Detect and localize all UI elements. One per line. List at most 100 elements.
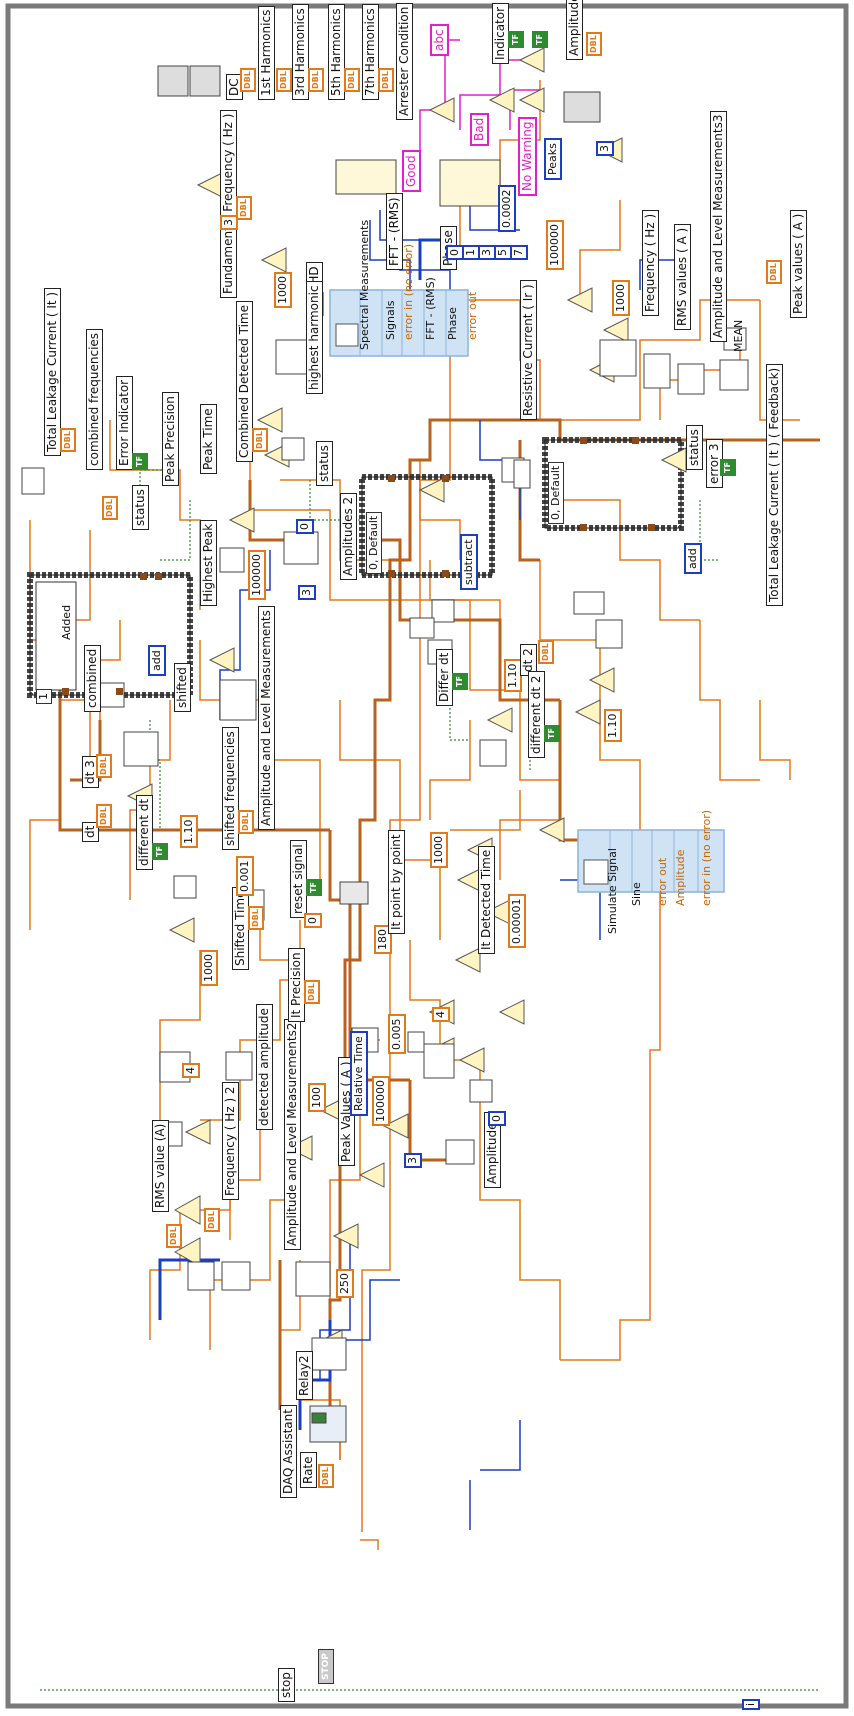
- fifth-harmonics-dbl: DBL: [344, 68, 360, 92]
- dt3-dbl: DBL: [96, 754, 112, 778]
- amplitude-label: Amplitude: [566, 0, 583, 60]
- resistive-current-label: Resistive Current ( Ir ): [520, 280, 537, 420]
- dt-dbl-a: DBL: [96, 804, 112, 828]
- peaks-enum[interactable]: Peaks: [544, 138, 562, 180]
- subtract-enum[interactable]: subtract: [460, 534, 478, 590]
- multiply-node-9: [500, 1000, 524, 1024]
- stop-button[interactable]: STOP: [318, 1649, 334, 1684]
- divide-node-4: [230, 508, 254, 532]
- peak-values-right-label: Peak values ( A ): [790, 210, 807, 318]
- subtract-node-3: [460, 1048, 484, 1072]
- multiply-node: [175, 1196, 200, 1224]
- total-leakage-feedback-label: Total Leakage Current ( It ) ( Feedback): [766, 364, 783, 606]
- error3-tf: TF: [720, 459, 736, 476]
- indicator-tf-2: TF: [532, 31, 548, 48]
- spectral-fft-terminal[interactable]: FFT - (RMS): [424, 277, 438, 340]
- multiply-node-11: [590, 668, 614, 692]
- array-node-icon-5: [514, 460, 530, 488]
- bad-string: Bad: [470, 113, 489, 146]
- shifted-frequencies-dbl: DBL: [238, 810, 254, 834]
- indicator-label: Indicator: [492, 3, 509, 64]
- spectral-error-in-terminal[interactable]: error in (no error): [402, 244, 416, 340]
- select-node-2: [488, 708, 512, 732]
- combined-frequencies-dbl: DBL: [102, 496, 118, 520]
- const-3-b: 3: [298, 585, 316, 600]
- graph-indicator-icon: [158, 66, 188, 96]
- shifted-frequencies-label: shifted frequencies: [222, 727, 239, 850]
- relative-time-enum[interactable]: Relative Time: [350, 1031, 368, 1116]
- combined-detected-time-label: Combined Detected Time: [236, 301, 253, 462]
- frequency-hz2-label: Frequency ( Hz ) 2: [222, 1082, 239, 1200]
- arrester-condition-label: Arrester Condition: [396, 3, 413, 120]
- multiply-node-12: [604, 318, 628, 342]
- dc-dbl: DBL: [240, 68, 256, 92]
- select-node-4: [430, 98, 454, 122]
- const-250: 250: [336, 1269, 354, 1298]
- daq-assistant-icon: [310, 1406, 346, 1442]
- peak-detect-icon: [284, 532, 318, 564]
- amplitude-dbl: DBL: [586, 32, 602, 56]
- rms-value-dbl: DBL: [166, 1224, 182, 1248]
- simulate-signal-error-out[interactable]: error out: [656, 858, 670, 906]
- dt-node-icon-8: [596, 620, 622, 648]
- multiply-node-2: [186, 1120, 210, 1144]
- case-selector-1-label[interactable]: 1: [36, 689, 52, 704]
- daq-assistant-label: DAQ Assistant: [280, 1405, 297, 1498]
- const-0001: 0.001: [236, 857, 254, 897]
- multiply-node-13: [198, 173, 222, 197]
- peak-time-label: Peak Time: [200, 404, 217, 474]
- combined-frequencies-label: combined frequencies: [86, 329, 103, 470]
- const-100000-b: 100000: [248, 550, 266, 600]
- rate-dbl-terminal: DBL: [318, 1464, 334, 1488]
- unbundle-cluster-icon: [336, 160, 396, 194]
- dt-node-icon-4: [220, 548, 244, 572]
- const-1000-mid: 1000: [430, 832, 448, 868]
- multiply-node-14: [262, 248, 286, 272]
- error-indicator-label: Error Indicator: [116, 376, 133, 470]
- peak-detect-icon-3: [564, 92, 600, 122]
- no-warning-string: No Warning: [518, 117, 537, 196]
- spectral-error-out-terminal[interactable]: error out: [466, 292, 480, 340]
- highest-harmonic-label: highest harmonic: [306, 281, 323, 394]
- select-node-3: [576, 700, 600, 724]
- const-4-left: 4: [182, 1063, 200, 1078]
- const-00002: 0.0002: [498, 186, 516, 233]
- multiply-node-10: [540, 818, 564, 842]
- indicator-tf-1: TF: [508, 31, 524, 48]
- select-node-7: [520, 88, 544, 112]
- differ-dt-tf: TF: [452, 673, 468, 690]
- status-label-3: status: [686, 425, 703, 470]
- tone-freq-icon-3: [22, 468, 44, 494]
- tone-freq-icon-4: [600, 340, 636, 376]
- const-000001: 0.00001: [508, 895, 526, 949]
- const-110-c: 1.10: [604, 710, 622, 743]
- divide-node-5: [210, 648, 234, 672]
- dt-node-icon-3: [124, 732, 158, 766]
- case-selector-3-label[interactable]: 0, Default: [548, 462, 564, 524]
- different-dt2-tf: TF: [544, 725, 560, 742]
- differ-dt-label: Differ dt: [436, 649, 453, 706]
- frequency-hz-label: Frequency ( Hz ): [642, 210, 659, 316]
- spectral-signals-terminal[interactable]: Signals: [384, 300, 398, 340]
- simulate-signal-amplitude[interactable]: Amplitude: [674, 850, 688, 906]
- add-enum-2[interactable]: add: [684, 543, 702, 574]
- subtract-node-2: [456, 948, 480, 972]
- case-selector-2-label[interactable]: 0, Default: [366, 512, 382, 574]
- different-dt-label: different dt: [136, 795, 153, 870]
- combined-detected-time-dbl: DBL: [252, 428, 268, 452]
- shifted-time-label: Shifted Time: [232, 887, 249, 970]
- amp-level-meas-icon: [220, 680, 256, 720]
- spectral-phase-terminal[interactable]: Phase: [446, 307, 460, 340]
- fifth-harmonics-label: 5th Harmonics: [328, 4, 345, 100]
- const-0-a: 0: [488, 1111, 506, 1126]
- add-enum[interactable]: add: [148, 645, 166, 676]
- amplitudes2-label: Amplitudes 2: [340, 493, 357, 580]
- seventh-harmonics-dbl: DBL: [378, 68, 394, 92]
- highest-peak-label: Highest Peak: [200, 520, 217, 606]
- third-harmonics-label: 3rd Harmonics: [292, 4, 309, 100]
- loop-iteration-terminal: i: [742, 1699, 760, 1710]
- simulate-signal-error-in[interactable]: error in (no error): [700, 810, 714, 906]
- different-dt-tf: TF: [152, 843, 168, 860]
- reset-signal-label: reset signal: [290, 840, 307, 918]
- it-precision-dbl: DBL: [304, 980, 320, 1004]
